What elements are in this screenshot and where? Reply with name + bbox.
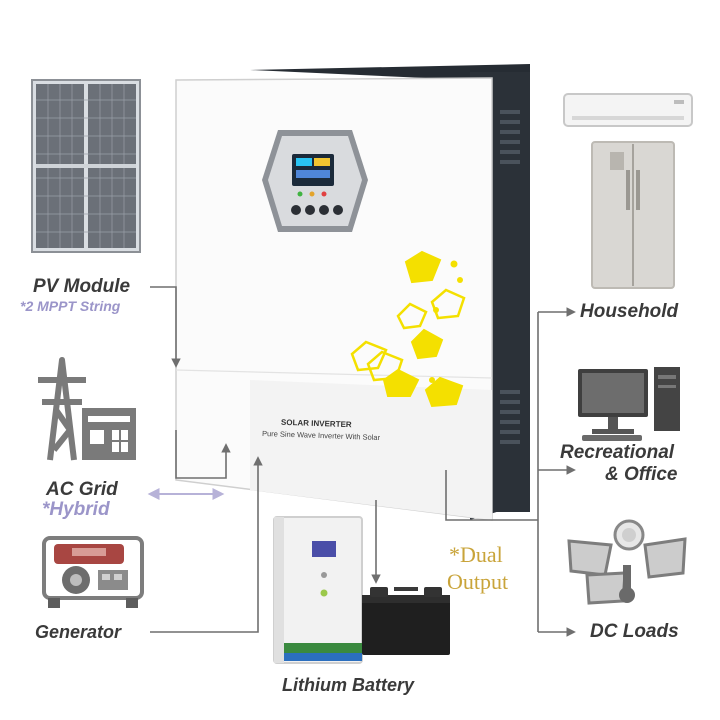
computer-icon [578,367,680,441]
inverter-unit [175,64,530,521]
pv-module-sub-label: *2 MPPT String [20,298,121,314]
office-label-line1: Recreational [560,442,675,463]
generator-icon [42,536,144,608]
flood-light-icon [567,519,687,605]
lithium-battery-label: Lithium Battery [282,675,415,695]
dual-output-line1: *Dual [449,542,503,567]
dual-output-line2: Output [447,569,509,594]
solar-panel-icon [31,79,141,253]
household-label: Household [580,301,679,322]
refrigerator-icon [591,141,675,289]
air-conditioner-icon [563,93,693,127]
dc-loads-label: DC Loads [590,621,679,642]
generator-label: Generator [35,622,122,642]
pv-module-label: PV Module [33,276,131,297]
ac-grid-label: AC Grid [46,479,118,500]
lithium-battery-icon [273,516,363,664]
battery-icon [362,587,450,655]
ac-grid-sub-label: *Hybrid [42,499,110,520]
power-tower-icon [38,357,136,461]
office-label-line2: & Office [605,464,678,485]
